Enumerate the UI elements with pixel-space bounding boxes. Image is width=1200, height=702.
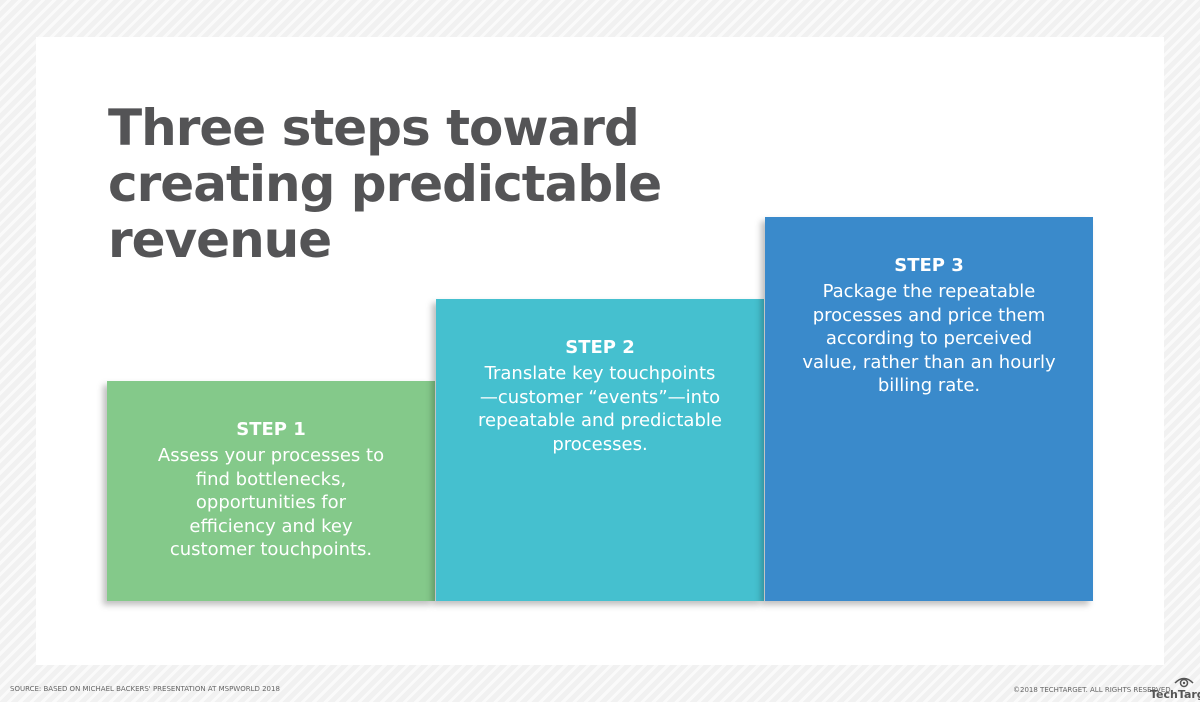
step-2-box: STEP 2 Translate key touchpoints—custome… [436,299,764,601]
step-1-text: Assess your processes to find bottleneck… [157,445,385,560]
logo-text: TechTarget [1150,688,1200,701]
page-title: Three steps toward creating predictable … [108,99,662,269]
step-2-text: Translate key touchpoints—customer “even… [478,363,722,455]
step-3-box: STEP 3 Package the repeatable processes … [765,217,1093,601]
techtarget-logo: TechTarget [1150,676,1200,701]
source-note: SOURCE: BASED ON MICHAEL BACKERS' PRESEN… [10,685,280,693]
step-1-box: STEP 1 Assess your processes to find bot… [107,381,435,601]
step-3-label: STEP 3 [894,255,964,276]
copyright: ©2018 TECHTARGET. ALL RIGHTS RESERVED [1013,686,1171,694]
step-1-label: STEP 1 [236,419,306,440]
step-2-label: STEP 2 [565,337,635,358]
step-3-text: Package the repeatable processes and pri… [802,281,1056,396]
eye-icon [1174,677,1194,688]
